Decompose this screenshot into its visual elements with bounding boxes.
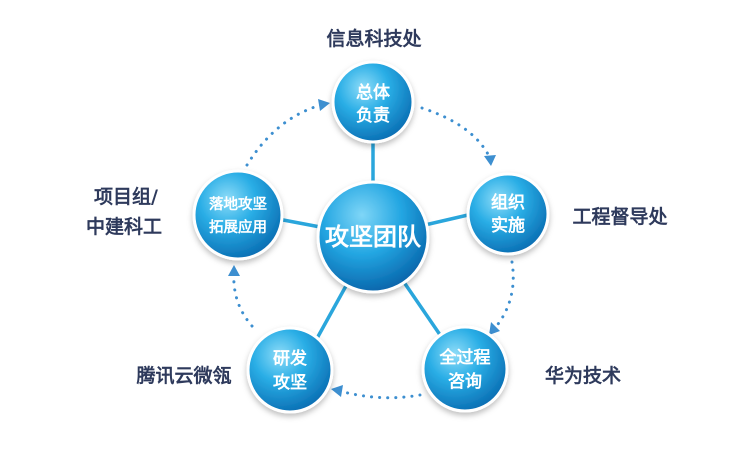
arrow-top-to-right xyxy=(420,106,492,160)
node-top: 总体 负责 xyxy=(331,60,415,144)
node-right-circle xyxy=(466,172,550,256)
node-right-line2: 实施 xyxy=(491,215,525,236)
cycle-arrows xyxy=(228,99,515,400)
center-hub-label: 攻坚团队 xyxy=(325,223,422,251)
node-bottom-right-circle xyxy=(421,325,509,413)
arrow-right-to-bottom-right xyxy=(493,260,515,330)
node-bottom-right-line1: 全过程 xyxy=(439,347,491,368)
node-left-line1: 落地攻坚 xyxy=(209,195,267,213)
node-bottom-right-line2: 咨询 xyxy=(448,371,482,392)
arrow-bottom-right-to-bottom-left xyxy=(338,389,422,400)
node-bottom-left-line1: 研发 xyxy=(273,348,308,369)
node-bottom-right: 全过程 咨询 xyxy=(421,325,509,413)
node-left: 落地攻坚 拓展应用 xyxy=(192,169,284,261)
arrowhead-bottom-right-to-bottom-left xyxy=(331,385,343,397)
owner-labels: 信息科技处 工程督导处 华为技术 腾讯云微瓴 项目组/ 中建科工 xyxy=(86,27,669,387)
arrow-left-to-top xyxy=(245,103,323,167)
node-left-circle xyxy=(192,169,284,261)
owner-label-left-line1: 项目组/ xyxy=(94,185,158,208)
owner-label-top: 信息科技处 xyxy=(326,27,422,50)
arrowhead-left-to-top xyxy=(318,99,330,111)
node-bottom-left-circle xyxy=(246,326,334,414)
node-top-line2: 负责 xyxy=(356,105,390,126)
node-right: 组织 实施 xyxy=(466,172,550,256)
center-hub-circle xyxy=(316,180,430,294)
arrowhead-bottom-left-to-left xyxy=(228,265,240,276)
owner-label-left-line2: 中建科工 xyxy=(86,215,162,238)
node-bottom-left: 研发 攻坚 xyxy=(246,326,334,414)
node-bottom-left-line2: 攻坚 xyxy=(273,372,307,393)
owner-label-bottom-right: 华为技术 xyxy=(545,364,621,387)
center-hub: 攻坚团队 xyxy=(316,180,430,294)
arrow-bottom-left-to-left xyxy=(232,270,254,328)
owner-label-bottom-left: 腾讯云微瓴 xyxy=(135,364,231,387)
node-right-line1: 组织 xyxy=(491,192,525,213)
node-top-circle xyxy=(331,60,415,144)
arrowhead-right-to-bottom-right xyxy=(489,322,500,335)
arrowhead-top-to-right xyxy=(484,155,496,166)
owner-label-right: 工程督导处 xyxy=(572,205,668,228)
node-left-line2: 拓展应用 xyxy=(209,218,267,236)
node-top-line1: 总体 xyxy=(356,82,391,103)
